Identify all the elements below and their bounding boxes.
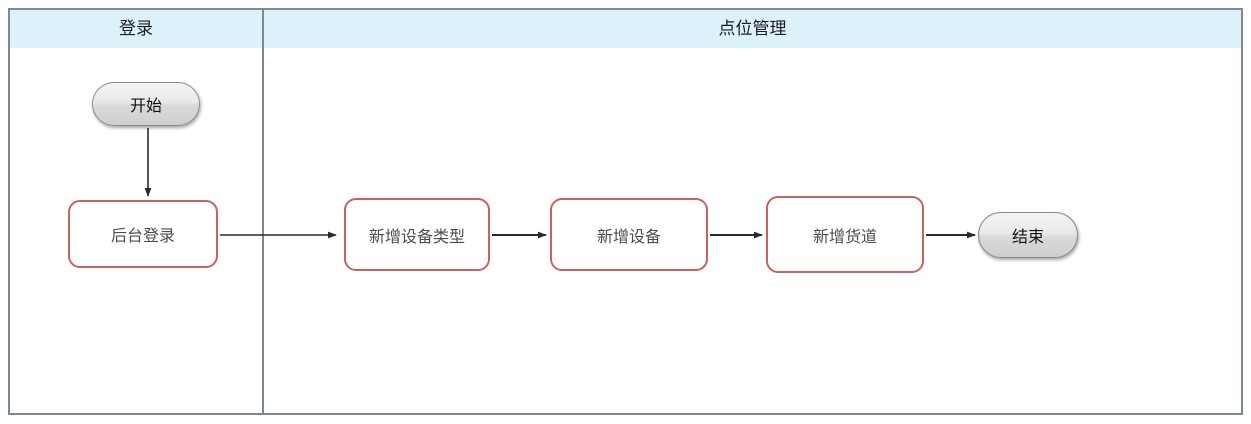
node-add-device-type[interactable]: 新增设备类型	[344, 198, 490, 271]
node-add-lane[interactable]: 新增货道	[766, 196, 924, 273]
swimlane-header-row: 登录 点位管理	[10, 10, 1241, 48]
node-add-device[interactable]: 新增设备	[550, 198, 708, 271]
node-end[interactable]: 结束	[978, 212, 1078, 258]
node-start[interactable]: 开始	[92, 82, 200, 126]
node-admin-login[interactable]: 后台登录	[68, 200, 218, 268]
swimlane-column-divider	[262, 10, 264, 413]
swimlane-header-login: 登录	[10, 10, 262, 48]
swimlane-header-point-management: 点位管理	[264, 10, 1241, 48]
